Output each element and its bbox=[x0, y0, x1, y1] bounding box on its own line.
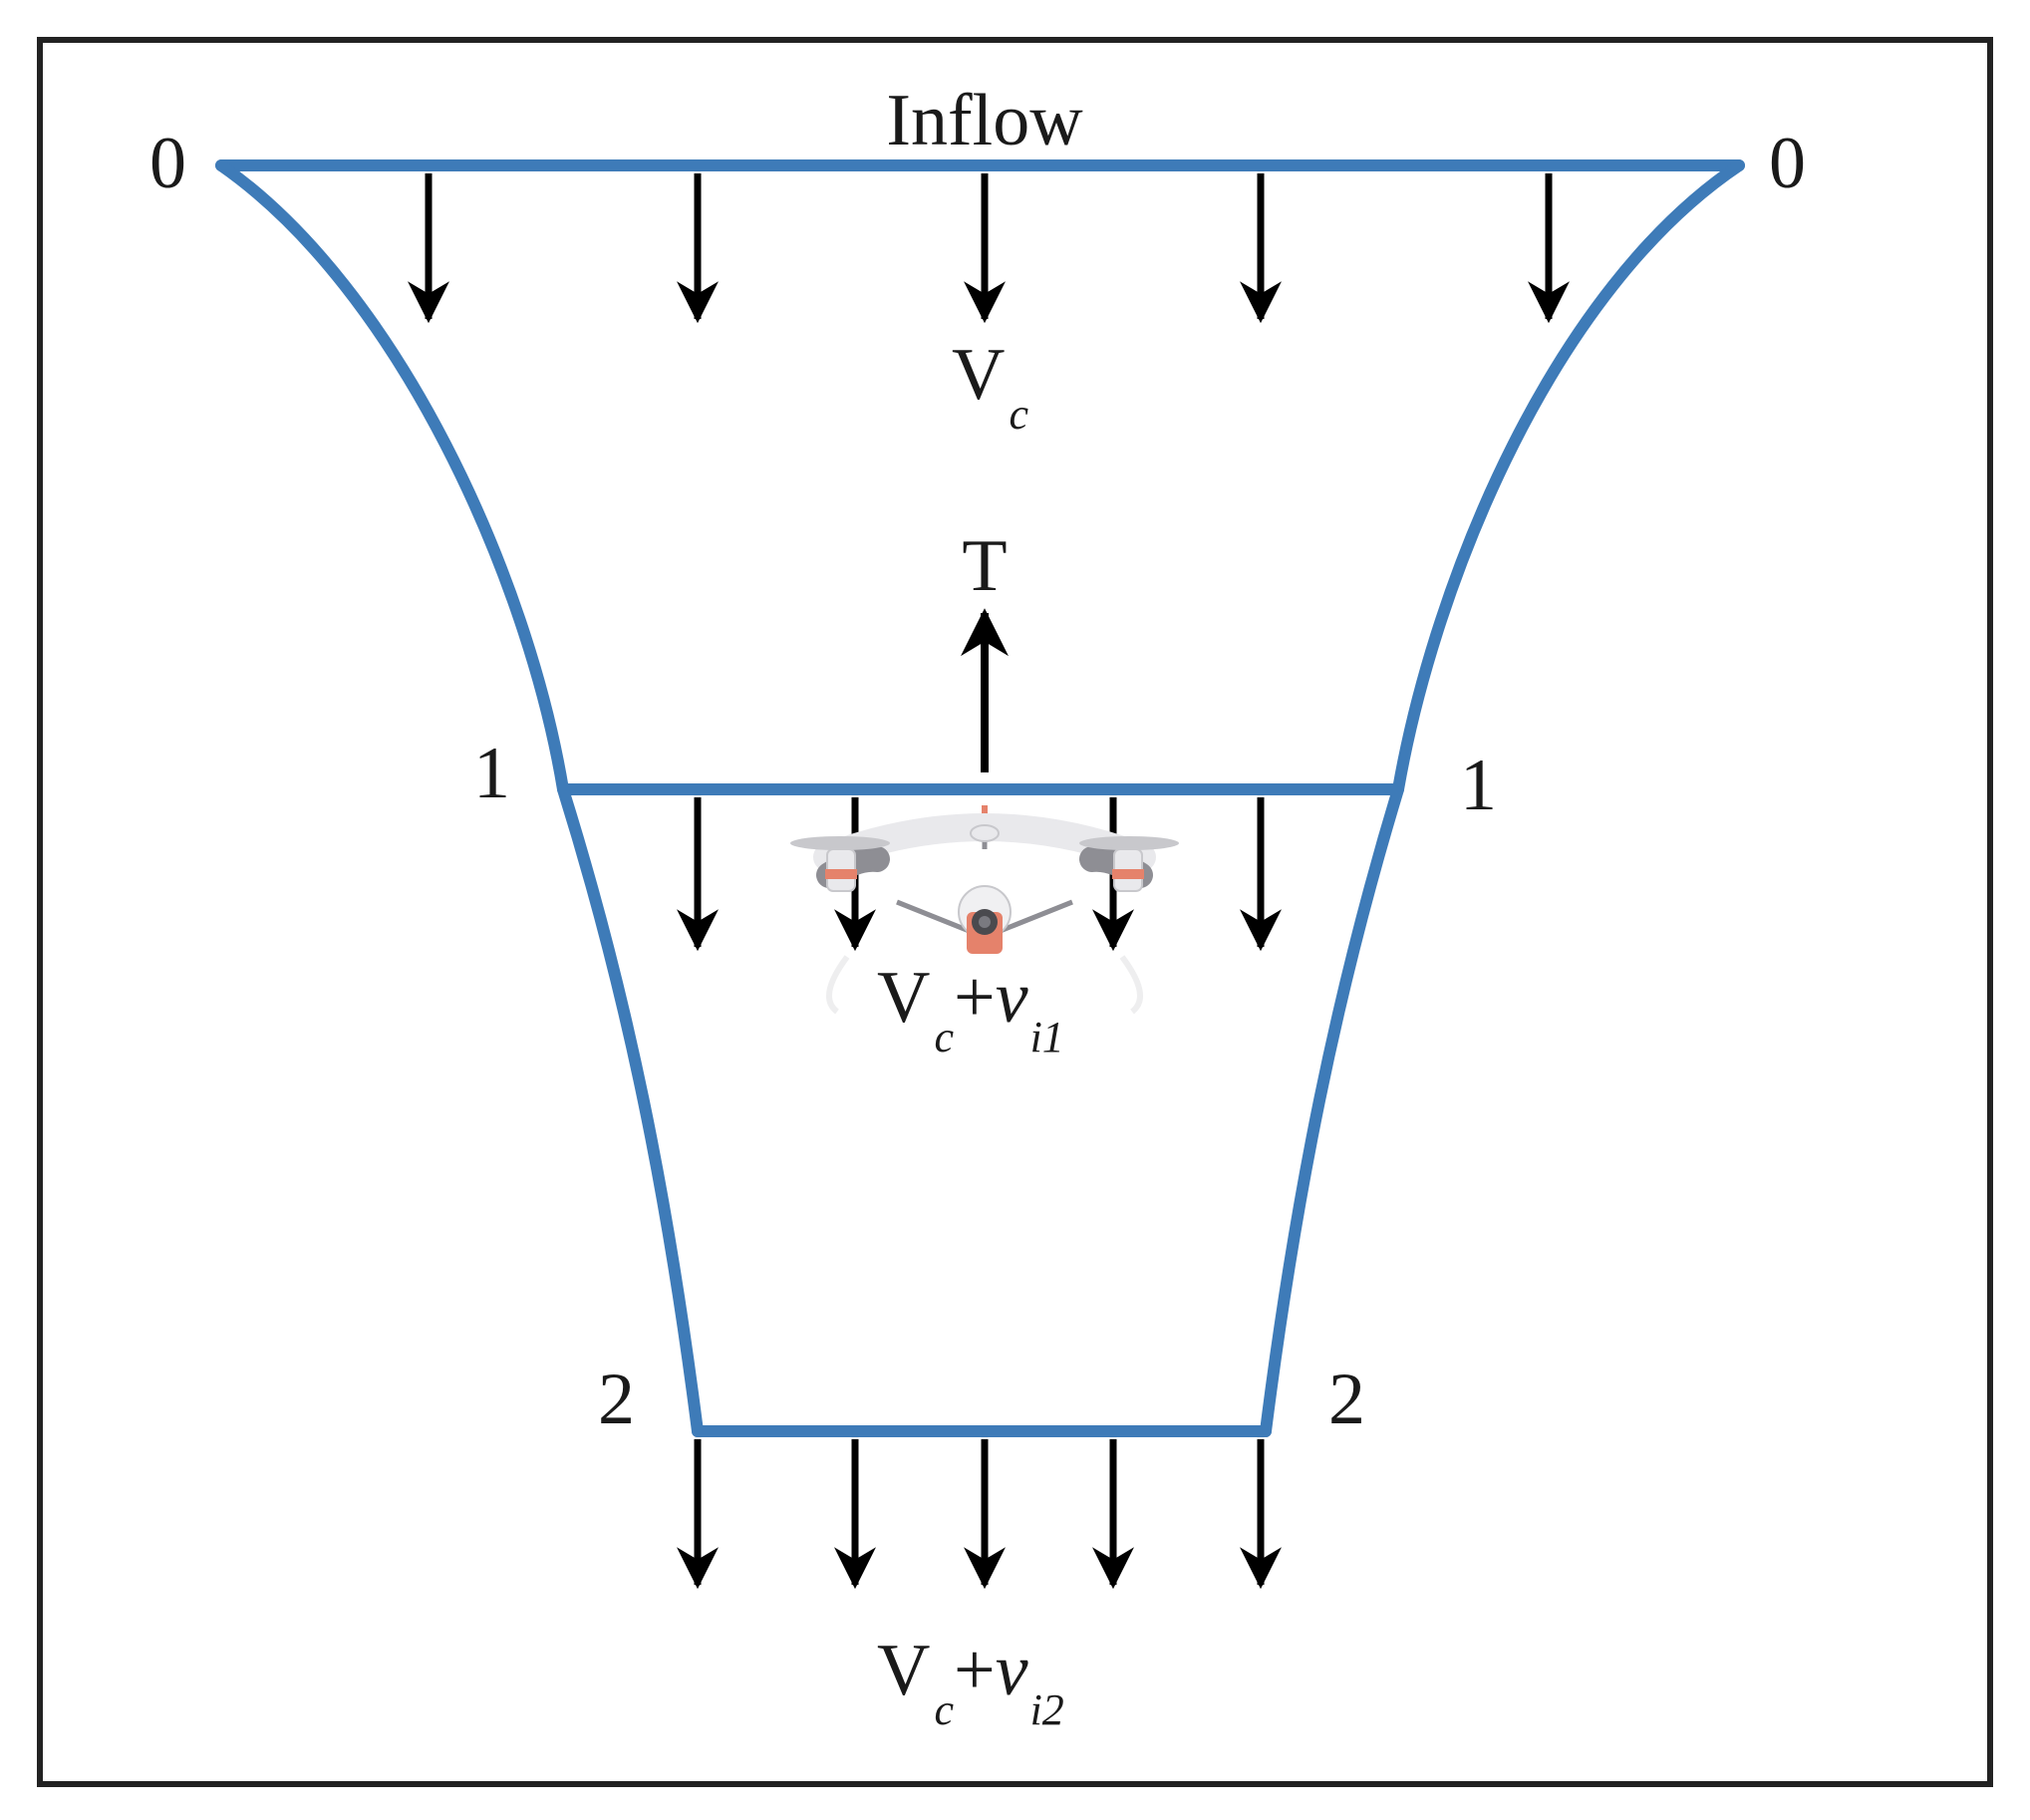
streamtube-right-wall bbox=[1260, 159, 1745, 1437]
station-2-right-label: 2 bbox=[1328, 1359, 1365, 1440]
thrust-label: T bbox=[962, 525, 1007, 607]
freestream-velocity-label: Vc bbox=[952, 334, 1028, 439]
inflow-arrows bbox=[408, 173, 1570, 324]
induced-velocity-symbol: v bbox=[996, 1630, 1028, 1711]
quadcopter-drone-icon bbox=[790, 805, 1179, 1015]
streamtube-left-wall bbox=[215, 159, 704, 1437]
plus-sign: + bbox=[954, 1630, 996, 1711]
station-0-right-label: 0 bbox=[1769, 123, 1806, 204]
velocity-subscript: c bbox=[934, 1685, 954, 1734]
inflow-label: Inflow bbox=[886, 80, 1083, 161]
plus-sign: + bbox=[954, 957, 996, 1039]
velocity-symbol: V bbox=[952, 334, 1005, 416]
velocity-symbol: V bbox=[877, 957, 930, 1039]
velocity-subscript: c bbox=[1009, 390, 1028, 439]
streamtube bbox=[215, 159, 1745, 1437]
station-1-left-label: 1 bbox=[473, 733, 510, 814]
figure-frame bbox=[37, 37, 1993, 1787]
induced-velocity-subscript: i2 bbox=[1030, 1685, 1064, 1734]
velocity-subscript: c bbox=[934, 1013, 954, 1062]
velocity-symbol: V bbox=[877, 1630, 930, 1711]
disk-velocity-label: Vc+vi1 bbox=[877, 957, 1064, 1062]
station-2-left-label: 2 bbox=[598, 1359, 635, 1440]
station-1-right-label: 1 bbox=[1460, 745, 1497, 826]
wake-velocity-label: Vc+vi2 bbox=[877, 1630, 1064, 1734]
station-0-left-label: 0 bbox=[149, 123, 186, 204]
induced-velocity-symbol: v bbox=[996, 957, 1028, 1039]
wake-arrows bbox=[677, 1439, 1282, 1590]
induced-velocity-subscript: i1 bbox=[1030, 1013, 1064, 1062]
